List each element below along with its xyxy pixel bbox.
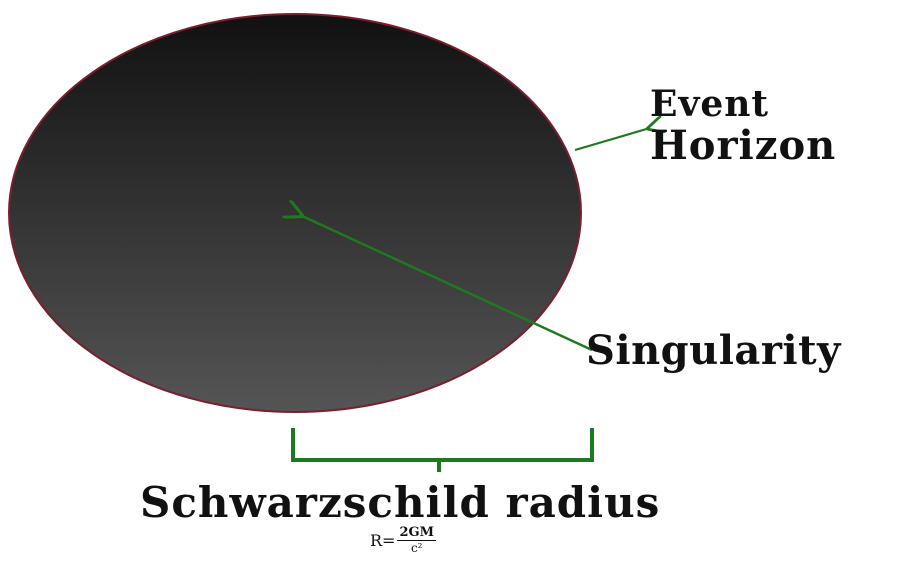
radius-bracket xyxy=(293,428,592,472)
formula-lhs: R= xyxy=(370,531,395,550)
black-hole-disk xyxy=(9,14,581,412)
event-horizon-label-line1: Event xyxy=(650,86,769,122)
event-horizon-label-line2: Horizon xyxy=(650,126,836,166)
formula-numerator: 2GM xyxy=(397,526,436,541)
singularity-label: Singularity xyxy=(586,331,841,371)
formula-fraction: 2GM c² xyxy=(397,526,436,554)
event-horizon-arrow xyxy=(575,128,650,150)
formula-denominator: c² xyxy=(411,541,423,554)
radius-formula: R= 2GM c² xyxy=(370,526,436,554)
schwarzschild-radius-label: Schwarzschild radius xyxy=(140,482,660,524)
